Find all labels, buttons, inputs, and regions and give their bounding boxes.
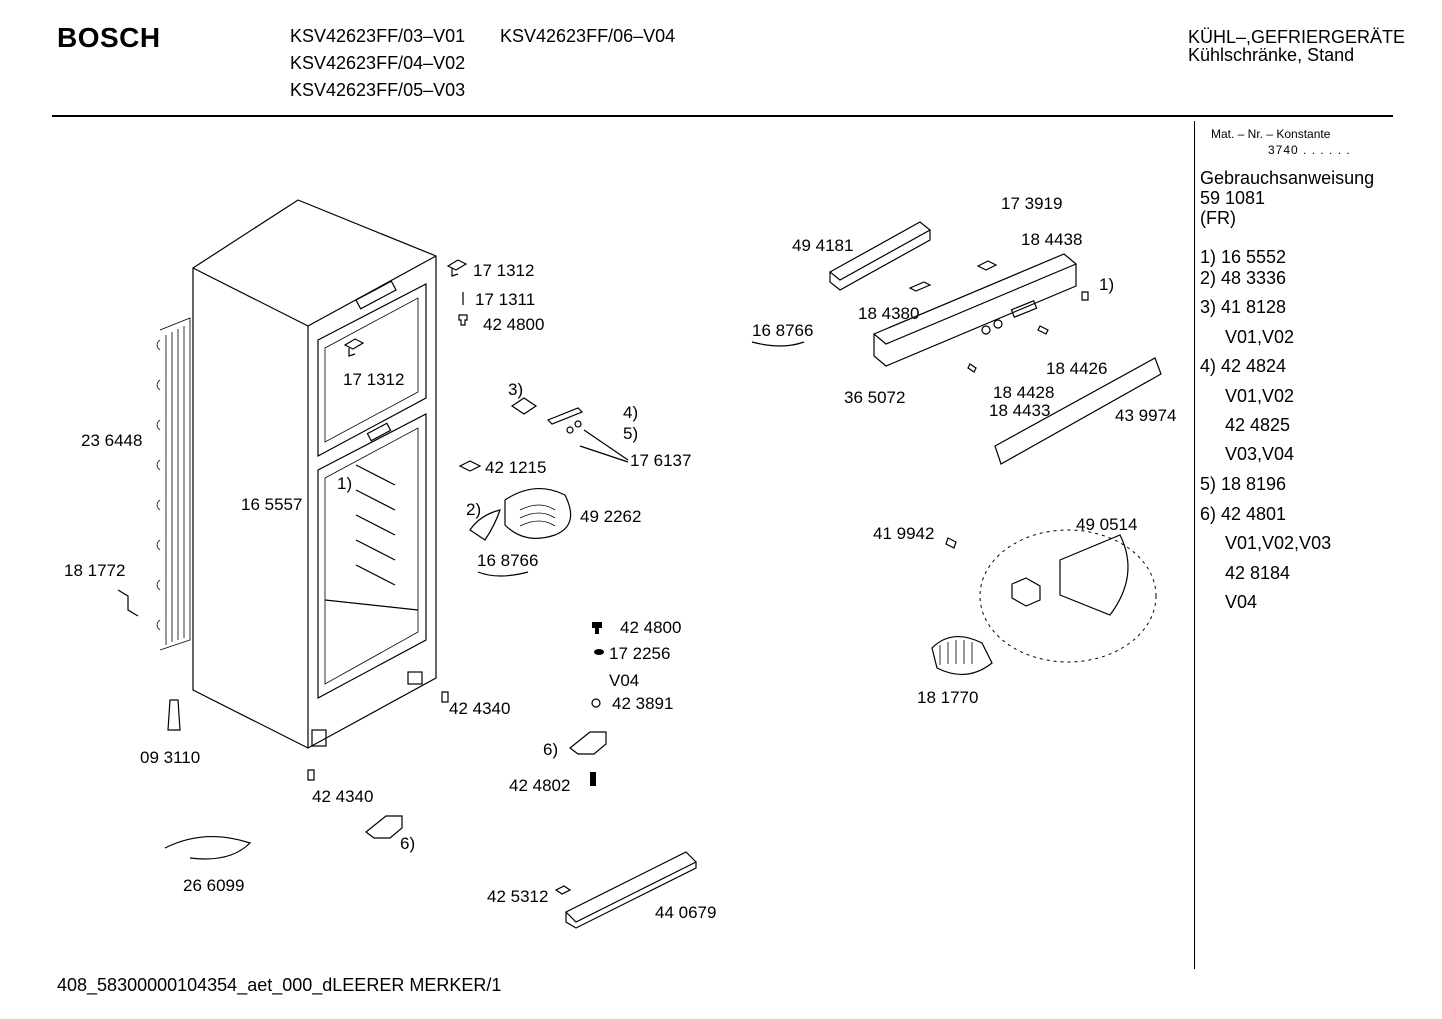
part-label: 17 1311 <box>475 290 536 309</box>
sidebar-item: 3) 41 8128 <box>1200 297 1287 317</box>
part-label: 1) <box>1099 275 1115 294</box>
part-label: 26 6099 <box>183 876 245 895</box>
part-label: 18 4428 <box>993 383 1055 402</box>
part-label: 18 4438 <box>1021 230 1083 249</box>
part-label: 17 2256 <box>609 644 671 663</box>
part-label: 1) <box>337 474 353 493</box>
part-label: 09 3110 <box>140 748 201 767</box>
part-label: 4) <box>623 403 639 422</box>
sidebar-item: V01,V02 <box>1225 386 1295 406</box>
part-label: 16 8766 <box>752 321 814 340</box>
part-label: 18 4380 <box>858 304 920 323</box>
sidebar-item: 4) 42 4824 <box>1200 356 1287 376</box>
part-label: 43 9974 <box>1115 406 1177 425</box>
sidebar-item: 6) 42 4801 <box>1200 504 1287 524</box>
sidebar-item: V01,V02,V03 <box>1225 533 1332 553</box>
category-title: KÜHL–,GEFRIERGERÄTE <box>1188 27 1406 47</box>
model-number: KSV42623FF/04–V02 <box>290 53 466 73</box>
mat-value: 3740 . . . . . . <box>1268 143 1351 157</box>
part-label: 42 4802 <box>509 776 571 795</box>
model-number: KSV42623FF/06–V04 <box>500 26 676 46</box>
sidebar-item: V03,V04 <box>1225 444 1295 464</box>
manual-title: Gebrauchsanweisung <box>1200 168 1375 188</box>
part-label: 17 3919 <box>1001 194 1063 213</box>
part-label: 42 4340 <box>449 699 511 718</box>
part-label: 49 2262 <box>580 507 642 526</box>
part-label: 6) <box>400 834 416 853</box>
part-label: 41 9942 <box>873 524 935 543</box>
sidebar-item: 1) 16 5552 <box>1200 247 1287 267</box>
part-label: 42 4800 <box>620 618 682 637</box>
part-label: 17 1312 <box>473 261 535 280</box>
part-label: V04 <box>609 671 640 690</box>
model-number: KSV42623FF/05–V03 <box>290 80 466 100</box>
part-label: 49 0514 <box>1076 515 1138 534</box>
sidebar-item: 42 4825 <box>1225 415 1291 435</box>
part-label: 36 5072 <box>844 388 906 407</box>
part-label: 18 1770 <box>917 688 979 707</box>
part-label: 18 4426 <box>1046 359 1108 378</box>
brand-logo: BOSCH <box>57 22 161 53</box>
part-label: 17 6137 <box>630 451 692 470</box>
header-rule <box>52 115 1393 117</box>
small-parts-drawings <box>117 259 698 929</box>
manual-language: (FR) <box>1200 208 1236 228</box>
part-label: 6) <box>543 740 559 759</box>
part-label: 42 1215 <box>485 458 547 477</box>
part-label: 42 3891 <box>612 694 674 713</box>
part-label: 16 8766 <box>477 551 539 570</box>
part-label: 2) <box>466 500 482 519</box>
footer-reference: 408_58300000104354_aet_000_dLEERER MERKE… <box>57 975 502 995</box>
fridge-cabinet-drawing <box>156 199 437 749</box>
part-label: 23 6448 <box>81 431 143 450</box>
part-label: 42 5312 <box>487 887 549 906</box>
sidebar-item: V01,V02 <box>1225 327 1295 347</box>
mat-label: Mat. – Nr. – Konstante <box>1211 127 1331 141</box>
part-label: 42 4340 <box>312 787 374 806</box>
manual-number: 59 1081 <box>1200 188 1266 208</box>
model-number: KSV42623FF/03–V01 <box>290 26 466 46</box>
part-label: 18 4433 <box>989 401 1051 420</box>
part-label: 44 0679 <box>655 903 717 922</box>
sidebar-divider <box>1194 121 1195 969</box>
part-label: 3) <box>508 380 524 399</box>
control-panel-drawings <box>751 221 1162 675</box>
part-label: 42 4800 <box>483 315 545 334</box>
sidebar-item: 5) 18 8196 <box>1200 474 1287 494</box>
sidebar-item: V04 <box>1225 592 1258 612</box>
part-label: 17 1312 <box>343 370 405 389</box>
sidebar-item: 2) 48 3336 <box>1200 268 1287 288</box>
sidebar-item: 42 8184 <box>1225 563 1291 583</box>
part-label: 18 1772 <box>64 561 126 580</box>
part-label: 5) <box>623 424 639 443</box>
part-label: 49 4181 <box>792 236 854 255</box>
category-subtitle: Kühlschränke, Stand <box>1188 45 1355 65</box>
part-label: 16 5557 <box>241 495 303 514</box>
